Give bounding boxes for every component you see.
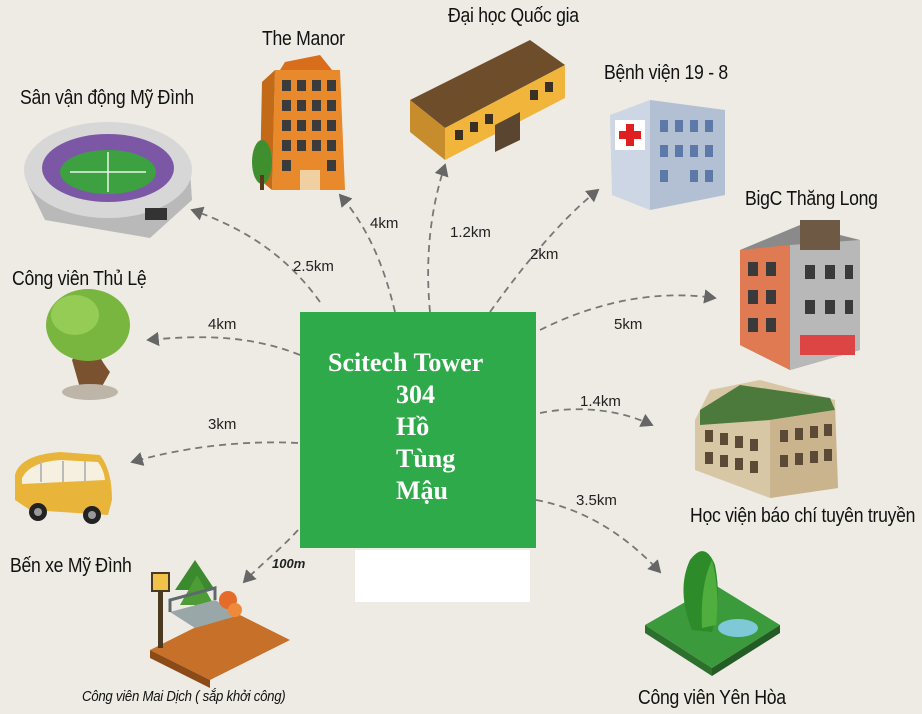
arrow-manor xyxy=(338,193,396,313)
arrow-stadium xyxy=(190,206,321,303)
arrow-thu-le xyxy=(146,331,301,356)
arrow-hospital xyxy=(489,188,600,313)
distance-journalism-academy: 1.4km xyxy=(580,393,621,410)
academy-building-icon xyxy=(695,380,838,498)
center-line-3: Hồ xyxy=(396,412,430,441)
distance-hospital-19-8: 2km xyxy=(530,246,559,263)
park-bench-icon xyxy=(150,560,290,688)
label-thu-le-park: Công viên Thủ Lệ xyxy=(12,268,147,290)
label-my-dinh-stadium: Sân vận động Mỹ Đình xyxy=(20,87,194,109)
center-line-4: Tùng xyxy=(396,444,456,473)
blank-box xyxy=(355,550,530,602)
distance-mai-dich-park: 100m xyxy=(272,556,306,571)
distance-thu-le-park: 4km xyxy=(208,316,237,333)
label-journalism-academy: Học viện báo chí tuyên truyền xyxy=(690,505,916,527)
arrow-bigc xyxy=(539,289,717,331)
distance-my-dinh-stadium: 2.5km xyxy=(293,258,334,275)
center-line-2: 304 xyxy=(396,380,435,409)
university-building-icon xyxy=(410,40,565,160)
distance-my-dinh-bus-station: 3km xyxy=(208,416,237,433)
center-line-5: Mậu xyxy=(396,476,448,505)
label-yen-hoa-park: Công viên Yên Hòa xyxy=(638,687,786,709)
arrow-yen-hoa xyxy=(535,499,662,574)
label-mai-dich-park: Công viên Mai Dịch ( sắp khởi công) xyxy=(82,688,286,705)
apartment-building-icon xyxy=(252,55,345,190)
park-trees-icon xyxy=(645,551,780,676)
label-hospital-19-8: Bệnh viện 19 - 8 xyxy=(604,62,728,84)
distance-national-university: 1.2km xyxy=(450,224,491,241)
distance-the-manor: 4km xyxy=(370,215,399,232)
label-national-university: Đại học Quốc gia xyxy=(448,5,579,27)
bus-icon xyxy=(15,452,112,524)
arrow-bus xyxy=(130,441,299,466)
arrow-mai-dich xyxy=(242,529,299,584)
distance-arrows xyxy=(130,163,717,584)
center-location-box: Scitech Tower 304 Hồ Tùng Mậu xyxy=(300,312,536,548)
center-line-1: Scitech Tower xyxy=(328,348,484,377)
tree-icon xyxy=(46,289,130,400)
shopping-mall-icon xyxy=(740,220,860,370)
label-bigc-thang-long: BigC Thăng Long xyxy=(745,188,878,210)
stadium-icon xyxy=(24,122,192,238)
label-my-dinh-bus-station: Bến xe Mỹ Đình xyxy=(10,555,132,577)
arrow-university xyxy=(427,163,449,313)
distance-bigc-thang-long: 5km xyxy=(614,316,643,333)
hospital-icon xyxy=(610,100,725,210)
distance-yen-hoa-park: 3.5km xyxy=(576,492,617,509)
arrow-academy xyxy=(539,408,654,427)
label-the-manor: The Manor xyxy=(262,28,345,50)
